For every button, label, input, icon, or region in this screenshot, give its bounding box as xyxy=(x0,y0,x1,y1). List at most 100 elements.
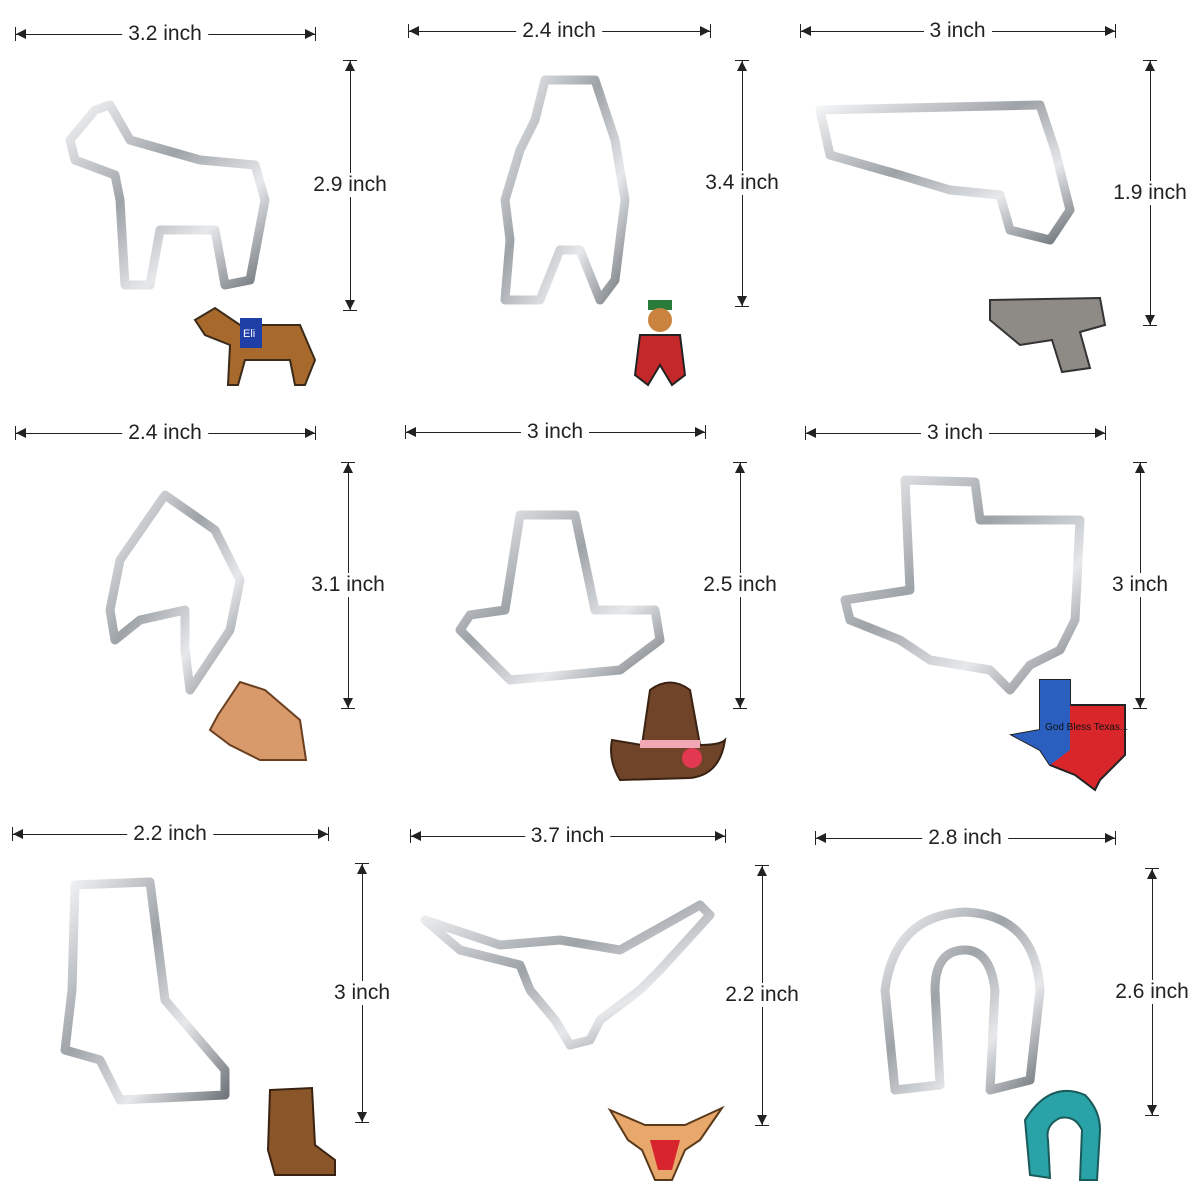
dimension-tick xyxy=(343,310,357,311)
arrowhead xyxy=(715,831,725,841)
width-label: 3.7 inch xyxy=(524,824,611,848)
dimension-tick xyxy=(805,426,806,440)
dimension-tick xyxy=(15,426,16,440)
width-label: 3 inch xyxy=(520,420,590,444)
longhorn-cutter xyxy=(420,900,715,1050)
dimension-tick xyxy=(1105,426,1106,440)
height-label: 3 inch xyxy=(327,980,397,1005)
arrowhead xyxy=(318,829,328,839)
dimension-tick xyxy=(710,24,711,38)
dimension-tick xyxy=(735,60,749,61)
dimension-tick xyxy=(725,829,726,843)
dimension-tick xyxy=(355,863,369,864)
dimension-tick xyxy=(1115,24,1116,38)
longhorn-cookie xyxy=(607,1105,725,1181)
dimension-tick xyxy=(315,426,316,440)
dimension-tick xyxy=(1115,831,1116,845)
dimension-tick xyxy=(341,462,355,463)
dimension-tick xyxy=(1133,462,1147,463)
texas-cookie: God Bless Texas... xyxy=(1008,679,1128,792)
arrowhead xyxy=(737,61,747,71)
dimension-tick xyxy=(755,865,769,866)
dimension-tick xyxy=(328,827,329,841)
arrowhead xyxy=(357,864,367,874)
arrowhead xyxy=(735,463,745,473)
arrowhead xyxy=(757,1115,767,1125)
dimension-tick xyxy=(800,24,801,38)
dimension-tick xyxy=(15,27,16,41)
horse-cutter xyxy=(65,100,270,290)
cowboy-hat-cookie xyxy=(610,681,727,782)
dimension-tick xyxy=(12,827,13,841)
texas-cutter xyxy=(840,475,1085,695)
arrowhead xyxy=(343,463,353,473)
arrowhead xyxy=(305,428,315,438)
width-label: 2.4 inch xyxy=(122,421,208,445)
arrowhead xyxy=(806,428,816,438)
arrowhead xyxy=(700,26,710,36)
horse-head-cutter xyxy=(105,490,245,695)
arrowhead xyxy=(343,698,353,708)
height-label: 3 inch xyxy=(1105,573,1175,597)
boot-cookie xyxy=(266,1086,336,1176)
dimension-tick xyxy=(705,425,706,439)
dimension-tick xyxy=(408,24,409,38)
arrowhead xyxy=(16,29,26,39)
arrowhead xyxy=(1105,26,1115,36)
dimension-tick xyxy=(733,708,747,709)
dimension-tick xyxy=(735,306,749,307)
boot-cutter xyxy=(60,877,230,1105)
horse-head-cookie xyxy=(208,680,308,761)
arrowhead xyxy=(357,1112,367,1122)
dimension-tick xyxy=(755,1125,769,1126)
dimension-tick xyxy=(355,1122,369,1123)
arrowhead xyxy=(1147,1105,1157,1115)
width-label: 2.2 inch xyxy=(127,822,213,846)
width-label: 3 inch xyxy=(923,19,992,43)
cowboy-hat-cutter xyxy=(455,510,665,685)
width-label: 3 inch xyxy=(920,421,990,445)
arrowhead xyxy=(345,61,355,71)
texas-cookie-text: God Bless Texas... xyxy=(1045,722,1128,733)
arrowhead xyxy=(1145,315,1155,325)
arrowhead xyxy=(1147,869,1157,879)
height-label: 1.9 inch xyxy=(1107,180,1193,205)
arrowhead xyxy=(305,29,315,39)
dimension-tick xyxy=(405,425,406,439)
horse-cookie: Eli xyxy=(193,306,317,386)
arrowhead xyxy=(409,26,419,36)
height-label: 3.4 inch xyxy=(699,171,785,195)
width-label: 2.4 inch xyxy=(516,19,602,43)
arrowhead xyxy=(1135,698,1145,708)
dimension-tick xyxy=(315,27,316,41)
height-label: 2.9 inch xyxy=(307,173,393,197)
arrowhead xyxy=(13,829,23,839)
arrowhead xyxy=(757,866,767,876)
dimension-tick xyxy=(1145,868,1159,869)
arrowhead xyxy=(1135,463,1145,473)
arrowhead xyxy=(816,833,826,843)
horse-cookie-text: Eli xyxy=(243,328,255,340)
dimension-tick xyxy=(1143,60,1157,61)
arrowhead xyxy=(411,831,421,841)
dimension-tick xyxy=(341,708,355,709)
pistol-cookie xyxy=(989,296,1107,374)
dimension-tick xyxy=(733,462,747,463)
arrowhead xyxy=(406,427,416,437)
arrowhead xyxy=(695,427,705,437)
height-label: 3.1 inch xyxy=(305,573,391,597)
dimension-tick xyxy=(343,60,357,61)
cowboy-cookie xyxy=(633,300,687,387)
horseshoe-cutter xyxy=(880,907,1045,1095)
dimension-tick xyxy=(410,829,411,843)
height-label: 2.2 inch xyxy=(719,983,805,1007)
arrowhead xyxy=(801,26,811,36)
arrowhead xyxy=(737,296,747,306)
arrowhead xyxy=(16,428,26,438)
horseshoe-cookie xyxy=(1023,1090,1102,1181)
arrowhead xyxy=(1095,428,1105,438)
dimension-tick xyxy=(1145,1115,1159,1116)
height-label: 2.6 inch xyxy=(1109,979,1195,1004)
dimension-tick xyxy=(815,831,816,845)
